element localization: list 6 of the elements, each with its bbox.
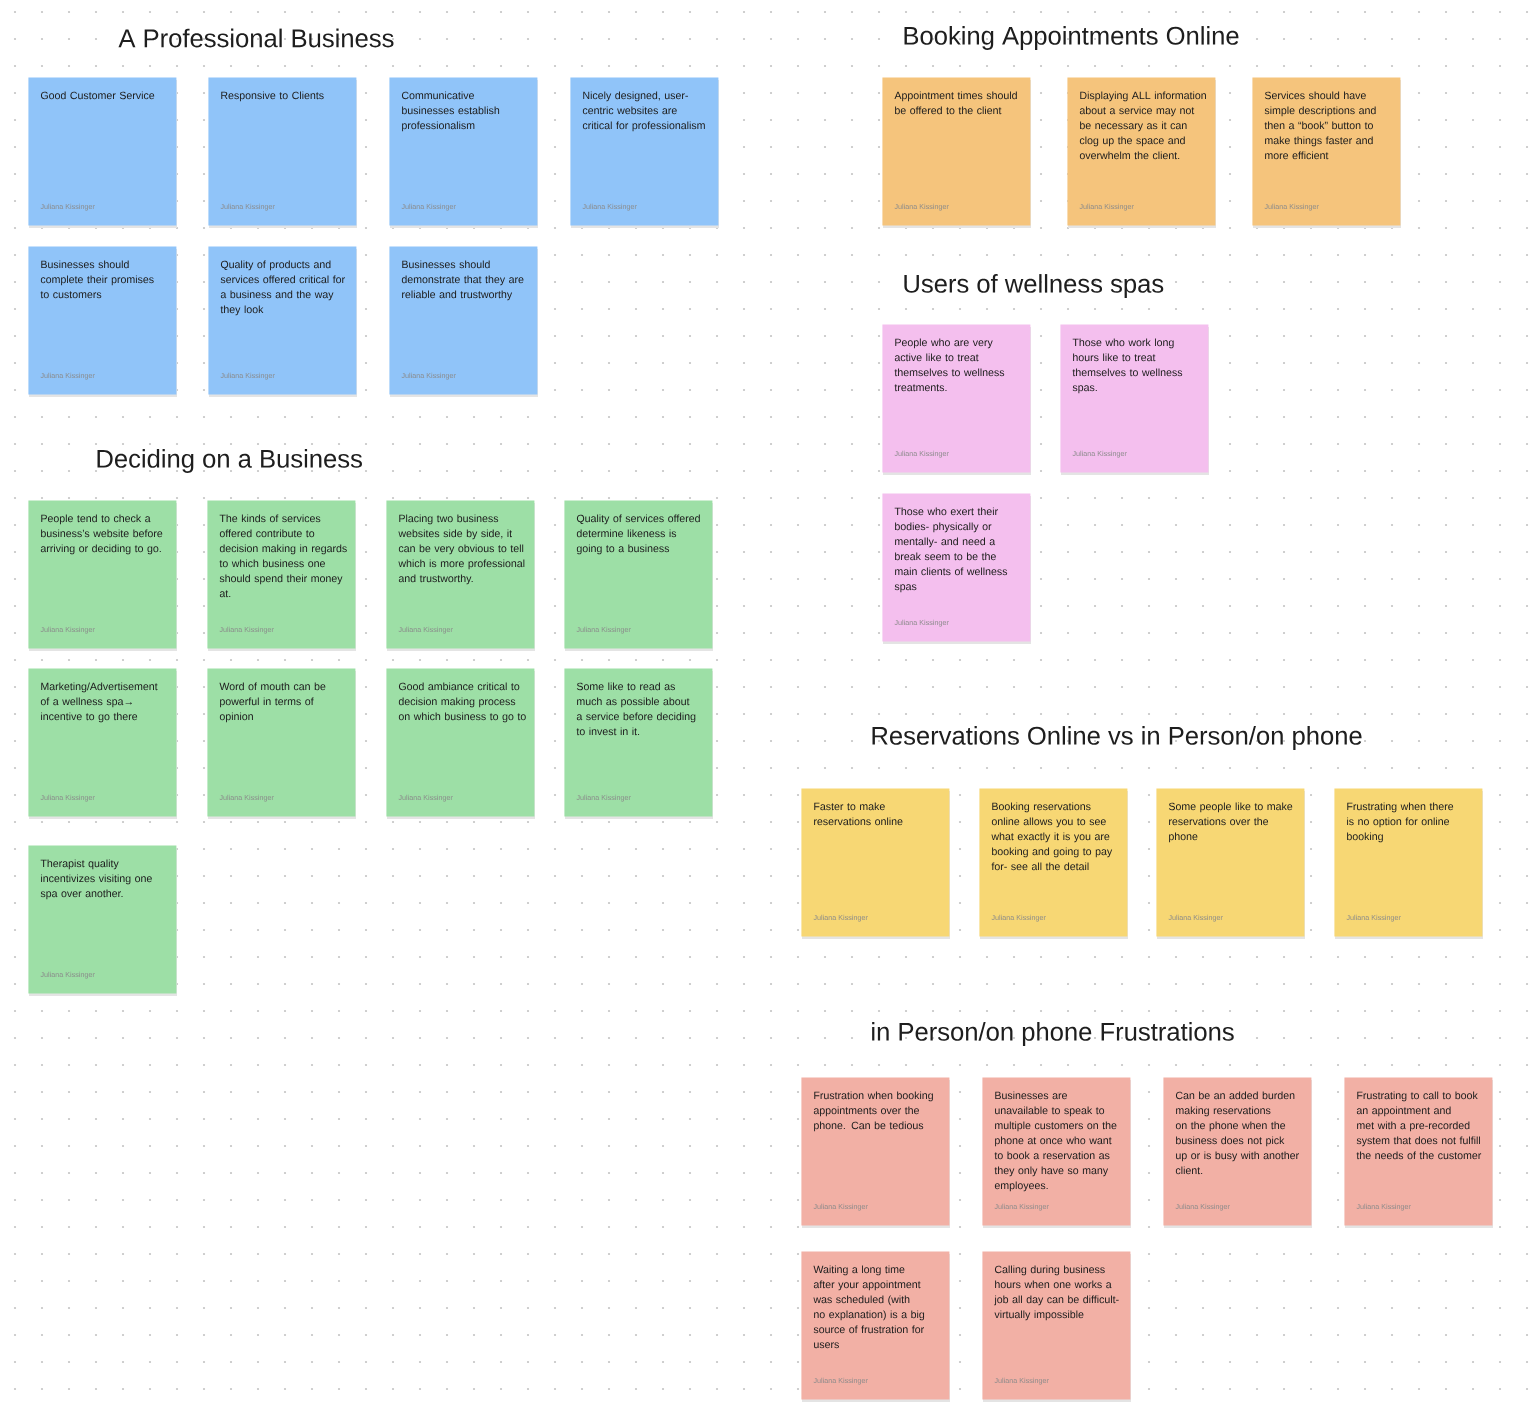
section-heading: A Professional Business: [118, 28, 394, 48]
section-heading: Booking Appointments Online: [904, 26, 1239, 50]
section-heading: Reservations Online vs in Person/on phone: [872, 726, 1362, 750]
section-heading: Users of wellness spas: [904, 274, 1164, 298]
section-heading: Deciding on a Business: [97, 449, 362, 473]
section-heading: in Person/on phone Frustrations: [872, 1022, 1234, 1046]
